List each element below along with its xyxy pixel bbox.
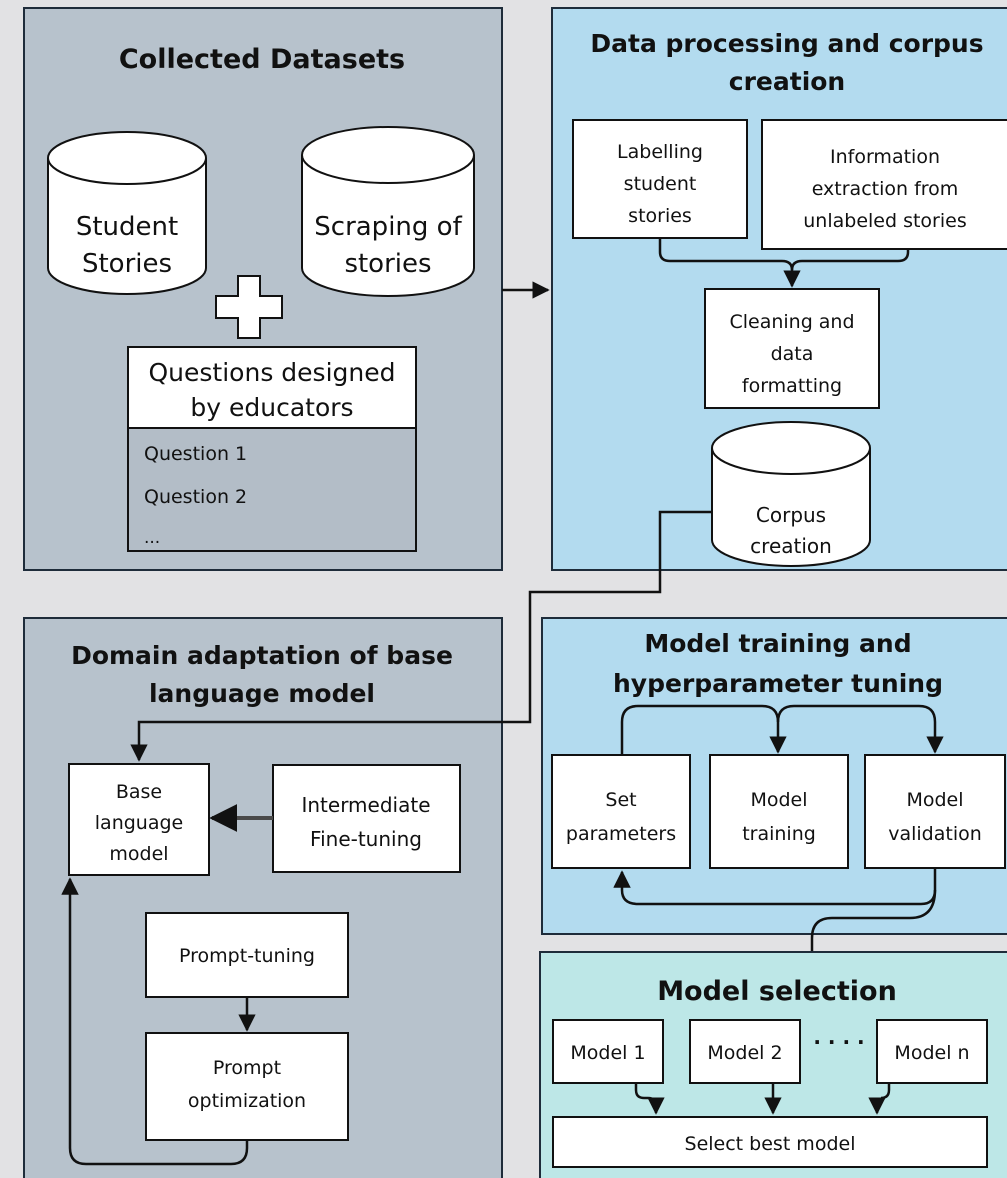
panel-title-training-line2: hyperparameter tuning xyxy=(613,669,943,698)
cleaning-line2: data xyxy=(771,343,814,365)
intermediate-finetuning-box xyxy=(272,764,461,873)
connector-optimization-to-base xyxy=(61,877,249,1166)
model-validation-line2: validation xyxy=(888,823,982,845)
scraping-line2: stories xyxy=(344,249,431,279)
prompt-opt-line1: Prompt xyxy=(213,1057,281,1079)
scraping-line1: Scraping of xyxy=(314,212,462,242)
labelling-box xyxy=(572,119,748,239)
corpus-line2: creation xyxy=(750,534,832,558)
extraction-line3: unlabeled stories xyxy=(803,210,966,232)
extraction-box xyxy=(761,119,1007,250)
questions-header-line2: by educators xyxy=(190,393,353,422)
scraping-stories-database: Scraping of stories xyxy=(301,126,475,297)
panel-title-processing-line1: Data processing and corpus xyxy=(590,29,983,58)
question-item-ellipsis: ... xyxy=(144,528,160,548)
connector-extraction-to-cleaning xyxy=(790,249,910,271)
model-validation-line1: Model xyxy=(906,789,963,811)
model-n-label: Model n xyxy=(894,1042,969,1064)
connector-model-n-to-best xyxy=(868,1083,891,1115)
base-model-box xyxy=(68,763,210,876)
panel-title-collected: Collected Datasets xyxy=(119,44,405,75)
panel-title-processing-line2: creation xyxy=(729,67,845,96)
cleaning-line1: Cleaning and xyxy=(729,311,854,333)
student-stories-database: Student Stories xyxy=(47,131,207,295)
connector-set-to-training xyxy=(620,704,787,755)
panel-title-domain-line2: language model xyxy=(149,679,375,708)
labelling-line3: stories xyxy=(628,205,692,227)
extraction-line1: Information xyxy=(830,146,940,168)
select-best-label: Select best model xyxy=(685,1133,856,1155)
student-stories-line1: Student xyxy=(76,212,178,242)
corpus-creation-database: Corpus creation xyxy=(711,421,871,567)
extraction-line2: extraction from xyxy=(812,178,959,200)
intermediate-line1: Intermediate xyxy=(301,793,430,817)
connector-set-to-validation xyxy=(776,704,944,754)
questions-header-line1: Questions designed xyxy=(149,358,396,387)
set-params-line1: Set xyxy=(605,789,636,811)
plus-icon xyxy=(215,275,283,339)
corpus-line1: Corpus xyxy=(756,503,826,527)
panel-title-training-line1: Model training and xyxy=(644,629,911,658)
panel-title-selection: Model selection xyxy=(657,976,897,1007)
questions-table: Questions designed by educators Question… xyxy=(127,346,417,552)
student-stories-line2: Stories xyxy=(82,249,172,279)
prompt-tuning-label: Prompt-tuning xyxy=(179,945,315,967)
models-ellipsis: · · · · xyxy=(813,1030,864,1054)
connector-corpus-to-base xyxy=(130,510,712,762)
base-model-line2: language xyxy=(95,812,183,834)
cleaning-line3: formatting xyxy=(742,375,842,397)
model-training-line1: Model xyxy=(750,789,807,811)
question-item-2: Question 2 xyxy=(144,486,247,508)
model-training-box xyxy=(709,754,849,869)
model-validation-box xyxy=(864,754,1006,869)
model-2-label: Model 2 xyxy=(707,1042,782,1064)
labelling-line1: Labelling xyxy=(617,141,703,163)
panel-title-domain-line1: Domain adaptation of base xyxy=(71,641,453,670)
set-params-line2: parameters xyxy=(566,823,676,845)
intermediate-line2: Fine-tuning xyxy=(310,827,422,851)
connector-model-1-to-best xyxy=(634,1083,665,1115)
prompt-opt-line2: optimization xyxy=(188,1090,306,1112)
select-best-model-box xyxy=(552,1116,988,1168)
model-1-label: Model 1 xyxy=(570,1042,645,1064)
cleaning-box xyxy=(704,288,880,409)
model-2-box xyxy=(689,1019,801,1084)
base-model-line1: Base xyxy=(116,781,162,803)
connector-validation-to-selection xyxy=(803,889,937,974)
prompt-optimization-box xyxy=(145,1032,349,1141)
question-item-1: Question 1 xyxy=(144,443,247,465)
model-1-box xyxy=(552,1019,664,1084)
set-parameters-box xyxy=(551,754,691,869)
base-model-line3: model xyxy=(109,843,168,865)
model-n-box xyxy=(876,1019,988,1084)
labelling-line2: student xyxy=(624,173,697,195)
model-training-line2: training xyxy=(742,823,816,845)
